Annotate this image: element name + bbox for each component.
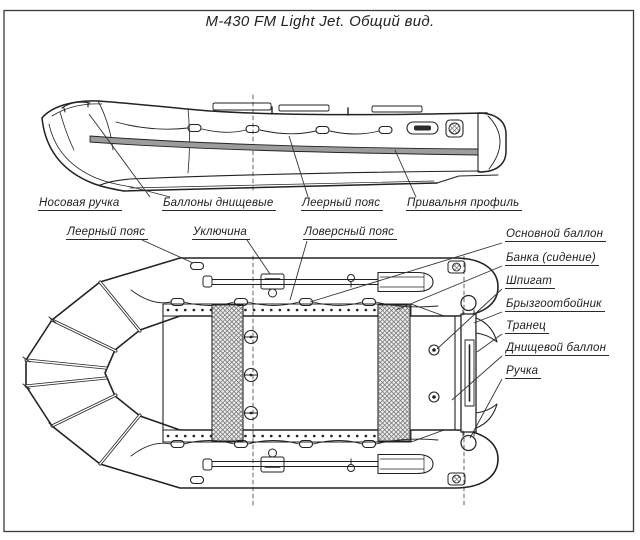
floor xyxy=(162,303,456,443)
stern-handle-side xyxy=(406,121,439,135)
label-shpigat: Шпигат xyxy=(505,275,556,289)
bow-front-edge xyxy=(41,117,125,192)
valve-bottom-tube xyxy=(447,472,466,486)
leer-rope-side xyxy=(115,121,380,135)
label-ruchka: Ручка xyxy=(505,365,542,379)
side-thwart-3 xyxy=(371,105,423,113)
top-view xyxy=(22,255,499,509)
transom-handle-bottom xyxy=(460,434,477,452)
oarlock-top xyxy=(260,273,285,290)
grommet-outer-bottom xyxy=(189,475,205,485)
grommet-outer-top xyxy=(189,261,205,271)
grommet xyxy=(245,124,260,134)
spray-deflector-top xyxy=(475,317,498,343)
leer-belt-bottom xyxy=(130,438,439,485)
tube-top-edge xyxy=(41,100,488,119)
rub-rail xyxy=(89,135,479,156)
oar-top xyxy=(202,271,434,298)
oarlock-bottom xyxy=(260,456,285,473)
label-osnovnoy-ballon: Основной баллон xyxy=(505,228,607,242)
stern-bottom-step xyxy=(436,174,499,184)
label-leernyy-poyas-side: Леерный пояс xyxy=(301,197,384,211)
side-thwart-1 xyxy=(212,102,272,111)
bow-seams xyxy=(22,280,142,466)
tube-bottom-edge xyxy=(99,170,480,186)
label-loversnyy-poyas: Ловерсный пояс xyxy=(303,226,398,240)
scuppers xyxy=(428,344,440,403)
bow-inner-seam xyxy=(48,123,133,188)
oar-blade-bottom xyxy=(377,453,434,475)
tube-seam xyxy=(187,108,190,174)
bow-handle-side xyxy=(61,101,91,113)
valve-top-tube xyxy=(447,260,466,274)
transom xyxy=(460,294,477,452)
label-nosovaya-ruchka: Носовая ручка xyxy=(38,197,123,211)
bow-seam-2 xyxy=(59,111,75,151)
label-tranets: Транец xyxy=(505,320,549,334)
spray-deflector-bottom xyxy=(475,403,498,429)
label-banka-sidenie: Банка (сидение) xyxy=(505,252,599,266)
side-thwart-2 xyxy=(278,104,330,112)
oar-bottom xyxy=(202,448,434,475)
label-leernyy-poyas-top: Леерный пояс xyxy=(66,226,149,240)
tube-ring xyxy=(25,257,499,489)
grommet xyxy=(187,123,202,133)
label-ballony-dnishchevye: Баллоны днищевые xyxy=(162,197,277,211)
diagram-title: М-430 FM Light Jet. Общий вид. xyxy=(205,13,435,30)
seat-thwart-1 xyxy=(211,304,244,442)
label-bryzgootboynik: Брызгоотбойник xyxy=(505,298,605,312)
seat-thwart-2 xyxy=(377,304,411,442)
stern-cap-side xyxy=(477,112,507,173)
grommet xyxy=(315,125,330,135)
valve-side xyxy=(445,119,464,138)
floor-seam-bottom xyxy=(162,429,412,443)
hull-bottom xyxy=(123,182,438,192)
label-dnishchevoy-ballon: Днищевой баллон xyxy=(505,342,610,356)
page-frame xyxy=(3,9,635,533)
transom-handle-top xyxy=(460,294,477,312)
grommet xyxy=(378,125,393,135)
leer-belt-top xyxy=(130,261,439,308)
floor-valves xyxy=(243,329,259,421)
floor-seam-top xyxy=(162,303,412,317)
label-privalnya-profil: Привальня профиль xyxy=(406,197,523,211)
label-uklyuchina: Уключина xyxy=(192,226,250,240)
oar-blade-top xyxy=(377,271,434,293)
leader-lines xyxy=(88,113,503,439)
